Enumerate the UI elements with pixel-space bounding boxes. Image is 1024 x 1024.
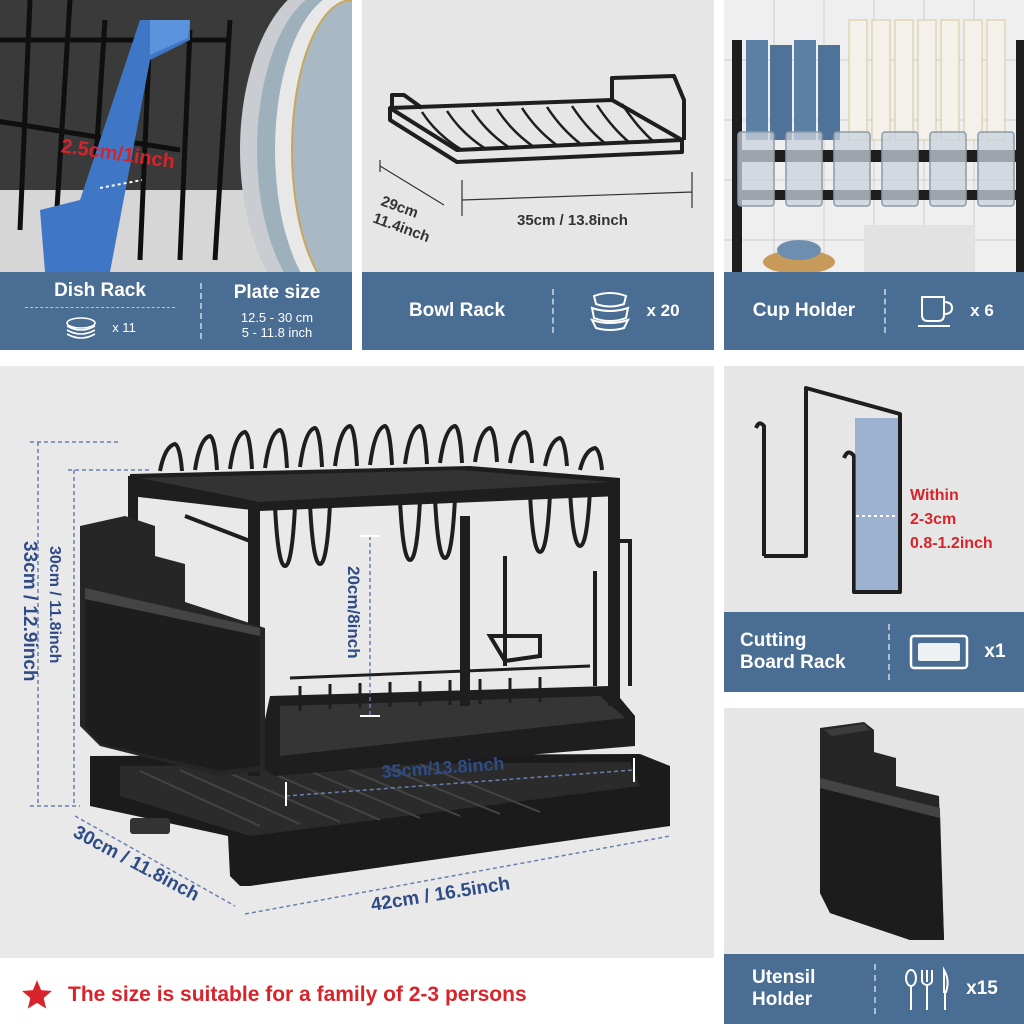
cup-holder-info-bar: Cup Holder x 6 <box>724 272 1024 350</box>
dish-rack-count: x 11 <box>112 320 136 335</box>
main-dimensions-panel: 33cm / 12.9inch 30cm / 11.8inch 20cm/8in… <box>0 366 714 958</box>
family-size-text: The size is suitable for a family of 2-3… <box>68 983 527 1006</box>
main-rack-drawing: 33cm / 12.9inch 30cm / 11.8inch 20cm/8in… <box>19 423 671 916</box>
plate-size-cm: 12.5 - 30 cm <box>240 310 314 325</box>
frame-height-label: 30cm / 11.8inch <box>46 546 63 663</box>
plates-stack-icon <box>66 316 96 339</box>
bowl-width-label: 35cm / 13.8inch <box>517 212 628 229</box>
bowl-rack-title: Bowl Rack <box>408 300 506 321</box>
cutting-board-title-2: Board Rack <box>740 652 846 673</box>
star-icon <box>22 980 52 1009</box>
family-size-note: The size is suitable for a family of 2-3… <box>0 966 714 1024</box>
utensil-holder-panel: Utensil Holder x15 <box>724 708 1024 1024</box>
utensil-title-1: Utensil <box>752 967 816 988</box>
cup-holder-title: Cup Holder <box>752 300 856 321</box>
utensil-holder-info-bar: Utensil Holder x15 <box>724 954 1024 1024</box>
cutting-board-panel: Within 2-3cm 0.8-1.2inch Cutting Board R… <box>724 366 1024 692</box>
total-height-label: 33cm / 12.9inch <box>19 541 40 681</box>
bowl-rack-info-bar: Bowl Rack x 20 <box>362 272 714 350</box>
cutting-board-icon <box>910 634 969 670</box>
utensil-count: x15 <box>966 978 998 999</box>
cutting-board-info-bar: Cutting Board Rack x1 <box>724 612 1024 692</box>
cutting-board-hook-drawing: Within 2-3cm 0.8-1.2inch <box>724 366 1024 612</box>
width-label: 42cm / 16.5inch <box>369 873 511 916</box>
bowls-stack-icon <box>590 292 631 331</box>
cutting-board-count: x1 <box>984 641 1006 662</box>
cup-holder-photo <box>724 0 1024 272</box>
cup-icon <box>918 296 954 327</box>
depth-label: 30cm / 11.8inch <box>70 822 203 906</box>
dish-rack-title: Dish Rack <box>54 279 146 301</box>
dish-rack-photo: 2.5cm/1inch <box>0 0 352 272</box>
bowl-rack-drawing: 29cm 11.4inch 35cm / 13.8inch <box>362 0 714 272</box>
plate-size-title: Plate size <box>233 282 321 303</box>
utensil-holder-drawing <box>724 708 1024 954</box>
cutlery-icon <box>905 966 949 1010</box>
within-label: Within <box>910 487 959 504</box>
tier-gap-label: 20cm/8inch <box>344 566 363 659</box>
dish-rack-panel: 2.5cm/1inch Dish Rack x 11 Plate size <box>0 0 352 350</box>
cup-holder-count: x 6 <box>970 301 994 320</box>
plate-size-inch: 5 - 11.8 inch <box>241 325 313 340</box>
range-inch-label: 0.8-1.2inch <box>910 535 993 552</box>
range-cm-label: 2-3cm <box>910 511 956 528</box>
dish-rack-info-bar: Dish Rack x 11 Plate size 12.5 - 30 cm 5… <box>0 272 352 350</box>
cutting-board-title-1: Cutting <box>740 630 807 651</box>
bowl-rack-panel: 29cm 11.4inch 35cm / 13.8inch Bowl Rack … <box>362 0 714 350</box>
cup-holder-panel: Cup Holder x 6 <box>724 0 1024 350</box>
bowl-rack-count: x 20 <box>646 301 680 320</box>
utensil-title-2: Holder <box>752 989 813 1010</box>
